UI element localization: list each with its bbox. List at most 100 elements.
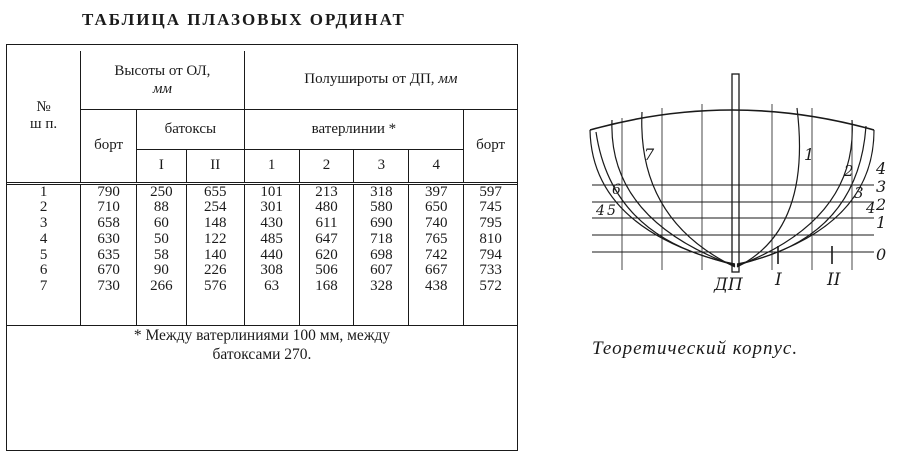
cell-w3: 580 [370, 199, 393, 216]
cell-hw_bort: 745 [479, 199, 502, 216]
cell-b2: 140 [203, 246, 227, 263]
cell-w1: 430 [260, 215, 283, 232]
cell-w4: 650 [424, 199, 448, 216]
right-station-label: 2 [843, 162, 854, 180]
left-station-label: 4 [595, 203, 605, 219]
footnote-text: * Между ватерлиниями 100 мм, между баток… [7, 324, 517, 396]
cell-hw_bort: 794 [479, 246, 502, 263]
cell-b1: 50 [153, 230, 169, 247]
left-station-label: 5 [607, 203, 616, 219]
halfbreadth-group-header: Полушироты от ДП, мм [243, 51, 517, 110]
cell-w3: 718 [370, 230, 393, 247]
cell-hw_bort: 733 [479, 262, 502, 279]
cell-w2: 611 [315, 215, 338, 232]
cell-b2: 254 [203, 199, 227, 216]
cell-h_bort: 670 [97, 262, 120, 279]
right-station-label: 1 [804, 145, 814, 164]
centerline-post [731, 73, 740, 273]
cell-n: 1 [39, 183, 48, 200]
station-curve [611, 119, 736, 267]
cell-hw_bort: 597 [479, 183, 502, 200]
station-curve [736, 125, 867, 265]
cell-b2: 226 [203, 262, 227, 279]
waterline-label: 3 [876, 177, 886, 196]
cell-w4: 438 [424, 278, 448, 295]
waterline-col-header: 3 [353, 149, 409, 185]
cell-w3: 607 [370, 262, 393, 279]
heights-unit: мм [152, 80, 172, 97]
heights-group-header: Высоты от ОЛ, мм [80, 51, 245, 110]
buttocks-header: батоксы [136, 109, 245, 150]
cell-h_bort: 658 [97, 215, 120, 232]
waterline-label: 2 [875, 195, 886, 214]
cell-w2: 647 [315, 230, 338, 247]
left-station-label: 6 [612, 182, 621, 198]
cell-w1: 485 [260, 230, 283, 247]
cell-h_bort: 730 [97, 278, 120, 295]
cell-b1: 58 [153, 246, 169, 263]
cell-w1: 101 [260, 183, 283, 200]
cell-w2: 620 [315, 246, 338, 263]
cell-b1: 266 [150, 278, 173, 295]
footnote-line-2: батоксами 270. [212, 345, 312, 363]
diagram-caption: Теоретический корпус. [592, 338, 799, 359]
cell-b2: 148 [203, 215, 227, 232]
cell-w3: 690 [370, 215, 393, 232]
cell-b1: 250 [150, 183, 173, 200]
cell-w4: 740 [424, 215, 448, 232]
cell-hw_bort: 572 [479, 278, 502, 295]
cell-w2: 480 [315, 199, 338, 216]
footnote-line-1: * Между ватерлиниями 100 мм, между [133, 326, 391, 344]
cell-w3: 328 [370, 278, 393, 295]
waterline-grid [592, 184, 874, 253]
cell-n: 6 [39, 262, 48, 279]
cell-n: 7 [39, 278, 48, 295]
station-number-header: № ш п. [7, 51, 81, 185]
waterlines-header: ватерлинии * [243, 109, 464, 150]
buttock-label: I [774, 270, 782, 290]
cell-w1: 63 [264, 278, 280, 295]
cell-w4: 742 [424, 246, 448, 263]
cell-n: 5 [39, 246, 48, 263]
cell-n: 2 [39, 199, 48, 216]
cell-n: 3 [39, 215, 48, 232]
left-station-curves [589, 111, 736, 268]
waterline-label: 4 [875, 159, 886, 178]
cell-w4: 667 [424, 262, 448, 279]
buttock-col-header: I [136, 149, 187, 185]
right-station-label: 4 [865, 199, 876, 217]
waterline-col-header: 1 [243, 149, 300, 185]
cell-h_bort: 790 [97, 183, 120, 200]
cell-b1: 60 [153, 215, 169, 232]
station-curve [641, 111, 736, 268]
right-station-label: 3 [854, 184, 864, 202]
cell-w4: 397 [424, 183, 448, 200]
cell-w2: 506 [315, 262, 338, 279]
cell-b1: 90 [153, 262, 169, 279]
offsets-table: № ш п. Высоты от ОЛ, мм Полушироты от ДП… [6, 44, 518, 451]
heights-group-label: Высоты от ОЛ, [114, 62, 211, 79]
station-curve [736, 107, 801, 268]
waterline-label: 1 [876, 213, 886, 232]
halfbreadth-bort-header: борт [463, 109, 517, 185]
cell-h_bort: 635 [97, 246, 120, 263]
table-footnote: * Между ватерлиниями 100 мм, между баток… [7, 324, 517, 396]
cell-hw_bort: 795 [479, 215, 502, 232]
cell-b1: 88 [153, 199, 169, 216]
cell-hw_bort: 810 [479, 230, 502, 247]
body-plan-diagram: 7 6 4 5 1 2 3 4 4 3 2 1 0 ДП I II [589, 73, 886, 295]
page-title: ТАБЛИЦА ПЛАЗОВЫХ ОРДИНАТ [82, 10, 406, 29]
cell-b2: 122 [203, 230, 227, 247]
cell-b2: 655 [203, 183, 227, 200]
halfbreadth-unit: мм [438, 71, 458, 88]
